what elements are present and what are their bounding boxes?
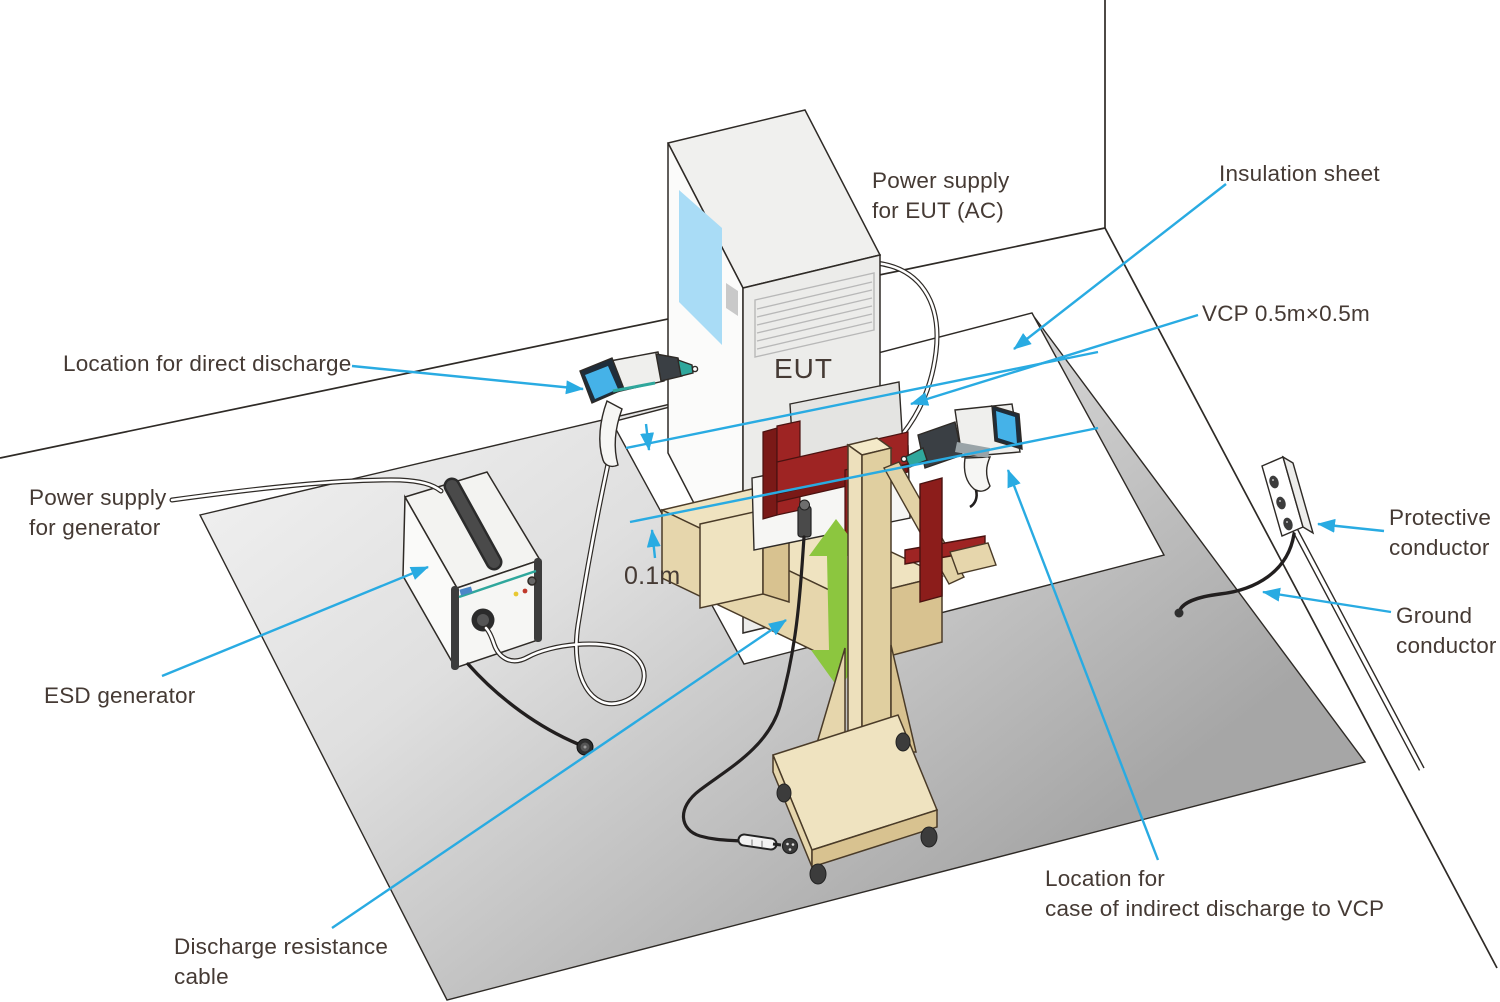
cable-plug xyxy=(781,837,799,855)
label-location-direct: Location for direct discharge xyxy=(63,351,352,376)
strip-side xyxy=(1281,455,1315,535)
gun-left-screen xyxy=(585,366,618,399)
leader-protective-conductor xyxy=(1317,518,1385,533)
cable-connector-cap xyxy=(799,499,810,511)
discharge-cable-wire xyxy=(681,535,806,843)
discharge-resistance-cable xyxy=(681,499,812,855)
dimension-arrow-down xyxy=(640,423,655,451)
label-insulation-sheet: Insulation sheet xyxy=(1219,161,1380,186)
base-edge-right xyxy=(811,808,938,869)
side-vcp-assembly xyxy=(882,461,997,603)
esd-gun-right xyxy=(900,403,1023,509)
ground-cable-wire xyxy=(466,662,580,746)
caster-wheel xyxy=(809,863,827,885)
generator-power-cord xyxy=(169,477,444,503)
label-vcp: VCP 0.5m×0.5m xyxy=(1202,301,1370,326)
gun-left-tip xyxy=(677,358,694,377)
strip-outlet xyxy=(1276,496,1286,510)
label-discharge-resistance: Discharge resistance cable xyxy=(174,934,389,990)
gun-right-screen xyxy=(996,411,1017,444)
leader-insulation-sheet xyxy=(1013,183,1227,350)
label-eut: EUT xyxy=(774,353,833,384)
eut-window xyxy=(679,190,722,345)
vertical-move-arrow xyxy=(809,519,867,689)
resistor-bands xyxy=(751,839,763,847)
dimension-arrow-up xyxy=(646,529,661,559)
earth-rail-and-strip xyxy=(1174,455,1425,771)
eut-vents xyxy=(754,272,875,358)
esd-gun-left xyxy=(579,351,699,468)
generator-led-yellow xyxy=(513,591,519,597)
post-side xyxy=(861,447,892,751)
left-wall-floor-edge xyxy=(0,227,1106,459)
label-esd-generator: ESD generator xyxy=(44,683,196,708)
gun-left-barrel xyxy=(655,353,683,382)
generator-ground-cable xyxy=(466,662,594,756)
gun-right-cable-stub xyxy=(969,489,978,509)
dimension-line-upper xyxy=(625,350,1099,450)
leader-esd-generator xyxy=(161,565,429,678)
gun-left-accent xyxy=(612,381,656,393)
caster-wheel xyxy=(895,732,911,752)
power-strip xyxy=(1261,455,1315,537)
gun-right-accent xyxy=(955,442,990,458)
side-arm-block xyxy=(949,542,997,575)
caster-wheel xyxy=(776,783,792,803)
generator-bumper-left xyxy=(451,586,459,670)
strip-ground-cable xyxy=(1178,532,1296,612)
vcp-bracket-left-side xyxy=(762,427,778,520)
label-protective-conductor: Protective conductor xyxy=(1389,505,1492,561)
leader-arrows xyxy=(161,183,1392,929)
label-location-indirect: Location for case of indirect discharge … xyxy=(1045,866,1385,922)
leader-discharge-cable xyxy=(331,619,787,929)
generator-led-red xyxy=(522,588,528,594)
side-vcp-plate xyxy=(919,477,943,603)
gun-generator-cable xyxy=(483,461,647,707)
casters xyxy=(776,732,938,885)
generator-logo xyxy=(459,586,473,596)
earth-rail xyxy=(1276,499,1425,771)
label-ground-conductor: Ground conductor xyxy=(1396,603,1497,659)
post-front xyxy=(847,443,863,751)
dimension-0-1m xyxy=(625,350,1099,559)
leader-ground-conductor xyxy=(1262,587,1392,614)
gun-right-handle xyxy=(963,456,992,492)
cable-connector xyxy=(797,505,812,538)
leader-direct-discharge xyxy=(351,364,584,395)
strip-outlet xyxy=(1283,517,1293,531)
strip-cable-end xyxy=(1174,608,1184,618)
eut-box xyxy=(666,109,882,634)
esd-generator xyxy=(402,471,542,670)
generator-handle xyxy=(446,480,500,568)
gun-left-tip-point xyxy=(691,365,699,373)
label-power-supply-eut: Power supply for EUT (AC) xyxy=(872,168,1010,224)
leader-indirect-discharge xyxy=(1006,469,1160,861)
resistor-lead xyxy=(772,842,782,847)
gun-left-handle xyxy=(599,400,623,468)
generator-jack xyxy=(527,576,537,586)
leader-vcp xyxy=(910,313,1199,406)
strip-outlet xyxy=(1269,475,1279,489)
label-power-supply-generator: Power supply for generator xyxy=(29,485,167,541)
dimension-line-lower xyxy=(629,426,1099,524)
eut-side-patch xyxy=(726,283,738,316)
label-dimension-0-1m: 0.1m xyxy=(624,562,681,590)
gun-right-tip-point xyxy=(900,455,908,463)
caster-wheel xyxy=(920,826,938,848)
generator-accent-stripe xyxy=(458,569,537,599)
inline-resistor xyxy=(739,835,776,849)
